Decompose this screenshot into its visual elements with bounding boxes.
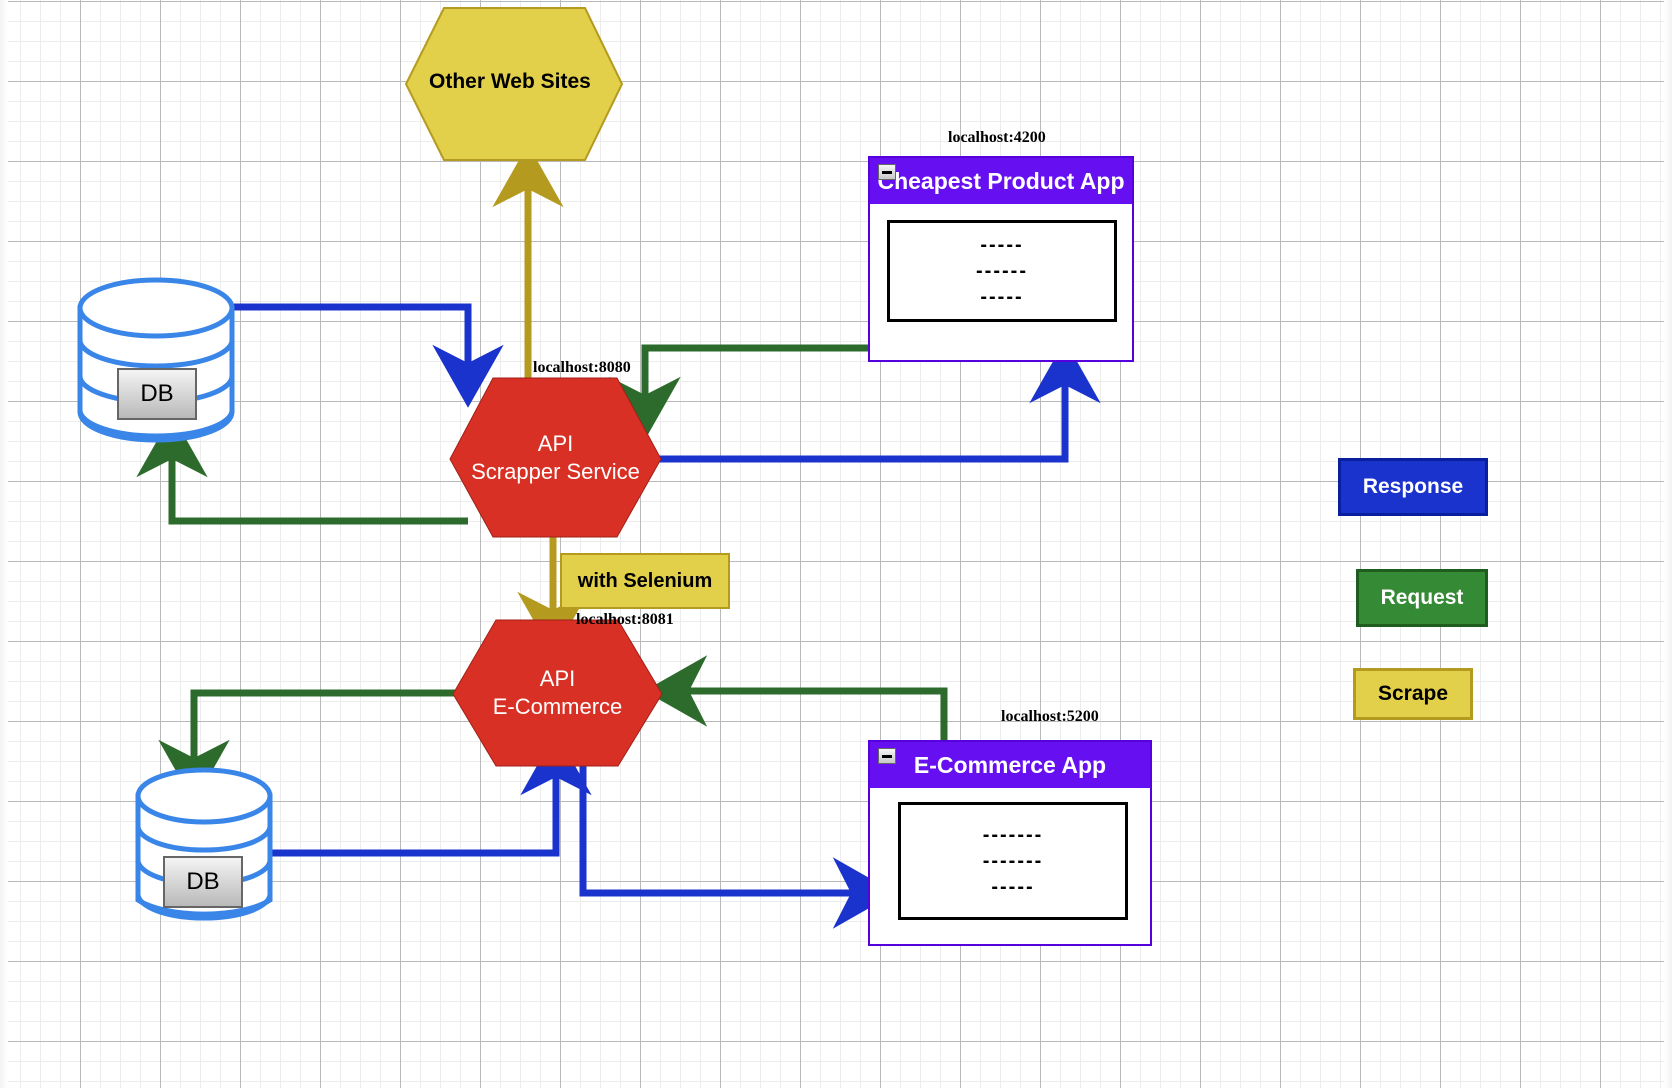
cheapest-product-app-title: Cheapest Product App [877,167,1125,194]
other-web-sites-label: Other Web Sites [429,70,591,93]
other-web-sites-hexagon[interactable] [404,7,624,161]
minimize-icon[interactable] [878,164,896,180]
db-plate-top: DB [117,368,197,420]
edge-dbbottom-to-ecommerceapi-response [270,732,592,857]
content-line: ----- [991,876,1035,898]
edge-scrapper-to-dbtop-request [136,414,468,525]
cheapest-product-app-body: ----- ------ ----- [870,204,1132,360]
edge-dbtop-to-scrapper-response [232,303,504,408]
legend-response[interactable]: Response [1338,458,1488,516]
port-label-ecommerce-app: localhost:5200 [1001,708,1099,725]
legend-request[interactable]: Request [1356,569,1488,627]
port-label-ecommerce-api: localhost:8081 [576,611,674,628]
ecommerce-app-body: ------- ------- ----- [870,788,1150,944]
ecommerce-app-window[interactable]: E-Commerce App ------- ------- ----- [868,740,1152,946]
port-label-scrapper: localhost:8080 [533,359,631,376]
api-ecommerce-hexagon[interactable] [452,619,663,767]
edge-ecommerceapi-to-dbbottom-request [158,689,468,803]
content-line: ----- [980,286,1024,308]
cheapest-product-app-window[interactable]: Cheapest Product App ----- ------ ----- [868,156,1134,362]
port-label-cheapest-product-app: localhost:4200 [948,129,1046,146]
content-line: ------- [982,850,1044,872]
ecommerce-app-title: E-Commerce App [913,751,1107,778]
edge-ecommerceapp-to-ecommerceapi-request [644,655,948,740]
legend-scrape[interactable]: Scrape [1353,668,1473,720]
cheapest-product-app-content-panel: ----- ------ ----- [887,220,1117,322]
edge-scrapper-to-cheapestapp-response [648,340,1101,463]
content-line: ------- [982,824,1044,846]
api-scrapper-service-hexagon[interactable] [449,377,662,538]
ecommerce-app-content-panel: ------- ------- ----- [898,802,1128,920]
content-line: ----- [980,234,1024,256]
ecommerce-app-titlebar[interactable]: E-Commerce App [870,742,1150,788]
edge-cheapestapp-to-scrapper-request [609,344,869,440]
minimize-icon[interactable] [878,748,896,764]
cheapest-product-app-titlebar[interactable]: Cheapest Product App [870,158,1132,204]
content-line: ------ [976,260,1028,282]
selenium-note[interactable]: with Selenium [560,553,730,609]
db-plate-bottom: DB [163,856,243,908]
edge-ecommerceapi-to-ecommerceapp-response [579,743,896,929]
